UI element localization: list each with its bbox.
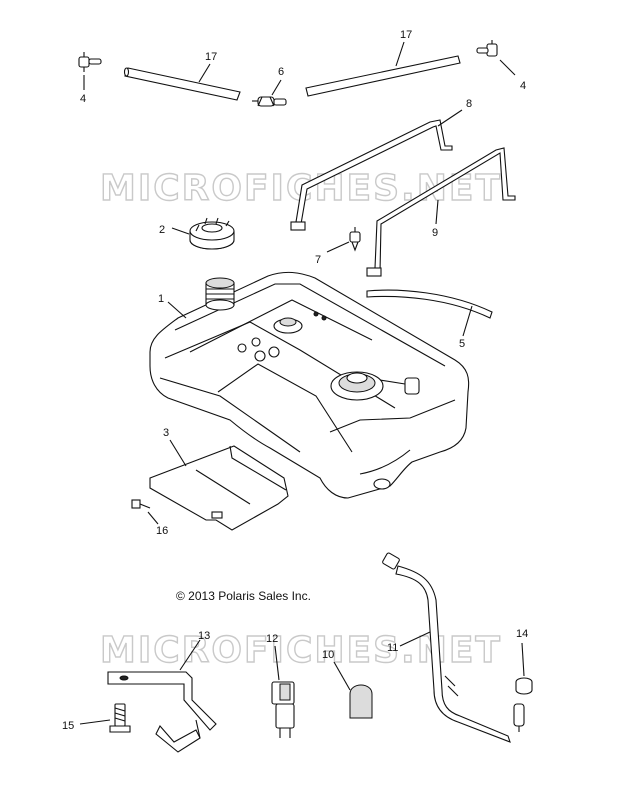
leader-4-right xyxy=(499,59,516,76)
leader-2 xyxy=(171,227,190,235)
callout-3: 3 xyxy=(163,427,169,439)
leader-7 xyxy=(326,241,350,253)
leader-17-left xyxy=(198,63,211,83)
fuel-cap-2 xyxy=(189,217,235,250)
callout-4-left: 4 xyxy=(80,93,86,105)
hose-17-long xyxy=(305,55,461,97)
callout-15: 15 xyxy=(62,720,74,732)
leader-14 xyxy=(521,642,525,677)
shield-3 xyxy=(149,445,289,531)
leader-3 xyxy=(169,439,187,467)
leader-9 xyxy=(435,199,439,225)
callout-1: 1 xyxy=(158,293,164,305)
fuel-tank-1 xyxy=(149,271,470,499)
hose-17-short xyxy=(123,67,241,101)
callout-16: 16 xyxy=(156,525,168,537)
leader-10 xyxy=(333,661,351,691)
fitting-4-right xyxy=(476,40,498,57)
watermark-bottom: MICROFICHES.NET xyxy=(100,630,502,671)
fitting-4-left xyxy=(78,52,102,72)
callout-14: 14 xyxy=(516,628,528,640)
leader-15 xyxy=(79,719,111,725)
callout-13: 13 xyxy=(198,630,210,642)
cap-10 xyxy=(349,684,373,719)
clip-7 xyxy=(349,227,361,252)
leader-5 xyxy=(462,305,473,337)
callout-9: 9 xyxy=(432,227,438,239)
fuel-line-11 xyxy=(382,552,525,743)
callout-5: 5 xyxy=(459,338,465,350)
leader-16 xyxy=(147,511,159,525)
callout-17-left: 17 xyxy=(205,51,217,63)
bracket-13 xyxy=(107,671,217,753)
callout-8: 8 xyxy=(466,98,472,110)
callout-7: 7 xyxy=(315,254,321,266)
callout-2: 2 xyxy=(159,224,165,236)
leader-6 xyxy=(271,79,282,96)
leader-1 xyxy=(167,301,187,319)
leader-12 xyxy=(274,645,280,681)
copyright-text: © 2013 Polaris Sales Inc. xyxy=(176,589,311,603)
callout-11: 11 xyxy=(387,642,398,654)
leader-8 xyxy=(437,109,463,127)
callout-17-right: 17 xyxy=(400,29,412,41)
callout-6: 6 xyxy=(278,66,284,78)
leader-13 xyxy=(179,639,201,671)
leader-17-right xyxy=(395,41,405,67)
bolt-15 xyxy=(109,703,131,733)
callout-10: 10 xyxy=(322,649,334,661)
clamp-14 xyxy=(515,677,533,695)
strap-9 xyxy=(366,147,516,277)
callout-4-right: 4 xyxy=(520,80,526,92)
callout-12: 12 xyxy=(266,633,278,645)
vent-hose-5 xyxy=(366,289,493,319)
strap-8 xyxy=(290,119,453,231)
valve-6 xyxy=(252,96,287,107)
bolt-16 xyxy=(131,499,151,509)
connector-12 xyxy=(271,681,295,738)
leader-11 xyxy=(399,631,431,647)
